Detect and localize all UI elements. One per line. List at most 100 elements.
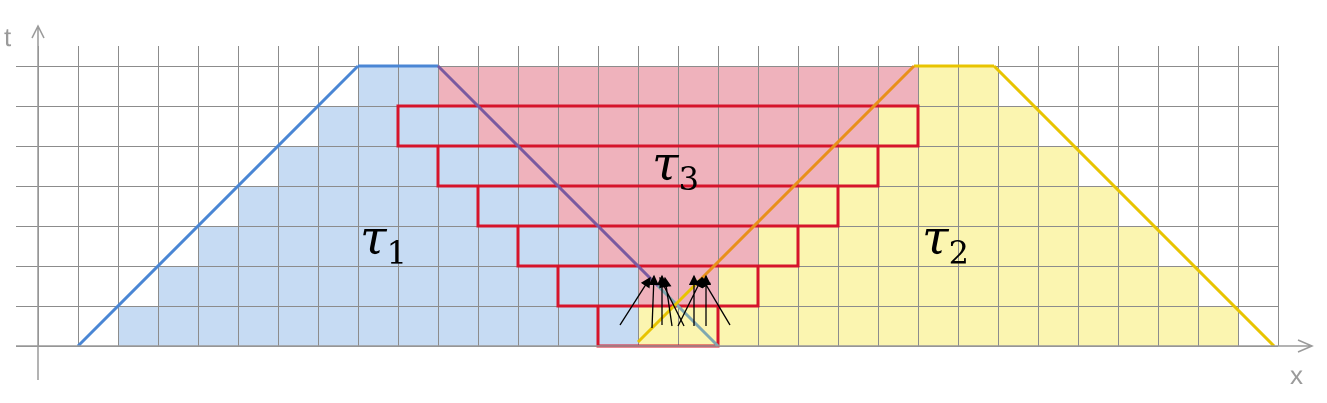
tau1-cell: [278, 186, 318, 226]
tau1-cell: [558, 226, 598, 266]
tau2-cell: [758, 306, 798, 346]
tau2-cell: [958, 266, 998, 306]
tau1-cell: [198, 266, 238, 306]
tau2-cell: [1118, 226, 1158, 266]
tau2-cell: [958, 226, 998, 266]
tau1-symbol: τ: [360, 210, 388, 266]
tau3-cell: [638, 146, 678, 186]
tau3-cell: [518, 106, 558, 146]
tau2-cell: [998, 266, 1038, 306]
tau2-cell: [798, 266, 838, 306]
tau3-cell: [798, 106, 838, 146]
tau3-cell: [678, 226, 718, 266]
tau2-cell: [1038, 146, 1078, 186]
tau2-cell: [838, 306, 878, 346]
tau1-cell: [438, 146, 478, 186]
causal-arrow: [648, 274, 659, 329]
tau3-cell: [678, 106, 718, 146]
tau2-cell: [918, 186, 958, 226]
shaded-cells: [118, 66, 1238, 346]
tau1-cell: [518, 186, 558, 226]
tau1-cell: [238, 226, 278, 266]
tau2-cell: [838, 146, 878, 186]
tau2-cell: [878, 106, 918, 146]
tau2-subscript: 2: [949, 234, 969, 272]
tau1-cell: [318, 266, 358, 306]
tau1-cell: [598, 306, 638, 346]
tau3-cell: [558, 66, 598, 106]
tau3-cell: [638, 106, 678, 146]
tau1-cell: [278, 226, 318, 266]
tau2-cell: [718, 266, 758, 306]
tau1-cell: [278, 266, 318, 306]
tau3-subscript: 3: [679, 160, 699, 198]
tau1-cell: [358, 306, 398, 346]
tau2-cell: [1078, 306, 1118, 346]
tau1-cell: [278, 306, 318, 346]
tau3-step-rect: [396, 104, 920, 148]
tau1-subscript: 1: [387, 234, 407, 272]
tau1-cell: [518, 306, 558, 346]
tau1-cell: [518, 226, 558, 266]
tau2-cell: [838, 186, 878, 226]
tau3-cell: [638, 186, 678, 226]
tau3-cell: [718, 146, 758, 186]
tau2-cell: [878, 306, 918, 346]
tau2-cell: [798, 306, 838, 346]
tau3-cell: [678, 66, 718, 106]
tau2-cell: [958, 146, 998, 186]
tau2-cell: [918, 226, 958, 266]
tau3-symbol: τ: [652, 136, 680, 192]
tau2-cell: [758, 266, 798, 306]
tau3-label: τ3: [652, 136, 699, 198]
causal-arrow: [659, 276, 685, 327]
t-axis-arrow-icon: [31, 24, 45, 39]
tau2-left-edge-lower: [636, 278, 702, 344]
tau1-cell: [398, 266, 438, 306]
tau3-cell: [718, 226, 758, 266]
tau2-cell: [918, 146, 958, 186]
tau1-cell: [398, 186, 438, 226]
tau1-cell: [318, 146, 358, 186]
tau1-cell: [358, 266, 398, 306]
tau3-cell: [678, 146, 718, 186]
tau1-cell: [358, 146, 398, 186]
tau2-label: τ2: [922, 210, 969, 272]
tau1-cell: [398, 306, 438, 346]
tau3-cell: [758, 106, 798, 146]
tau3-cell: [518, 66, 558, 106]
tau2-cell: [1118, 266, 1158, 306]
tau3-cell: [598, 146, 638, 186]
tau2-cell: [918, 266, 958, 306]
tau2-cell: [638, 306, 678, 346]
tau1-cell: [478, 146, 518, 186]
tau1-cell: [278, 146, 318, 186]
tau1-cell: [558, 266, 598, 306]
tau2-cell: [958, 66, 998, 106]
tau1-cell: [198, 226, 238, 266]
tau1-cell: [438, 106, 478, 146]
tau1-cell: [158, 266, 198, 306]
tau2-cell: [1078, 226, 1118, 266]
tau2-cell: [998, 226, 1038, 266]
tau1-cell: [198, 306, 238, 346]
tau3-cell: [758, 146, 798, 186]
tau3-cell: [878, 66, 918, 106]
tau3-cell: [598, 186, 638, 226]
axes: [16, 24, 1314, 380]
tau1-cell: [358, 186, 398, 226]
tau1-cell: [518, 266, 558, 306]
tau2-left-edge: [698, 64, 916, 282]
tau1-cell: [318, 106, 358, 146]
tau2-symbol: τ: [922, 210, 950, 266]
tau2-cell: [878, 146, 918, 186]
tau2-cell: [758, 226, 798, 266]
tau2-cell: [918, 106, 958, 146]
tau1-cell: [478, 306, 518, 346]
tau1-cell: [238, 266, 278, 306]
tau1-cell: [478, 266, 518, 306]
tau2-cell: [998, 106, 1038, 146]
tau1-cell: [438, 186, 478, 226]
tau1-cell: [358, 226, 398, 266]
